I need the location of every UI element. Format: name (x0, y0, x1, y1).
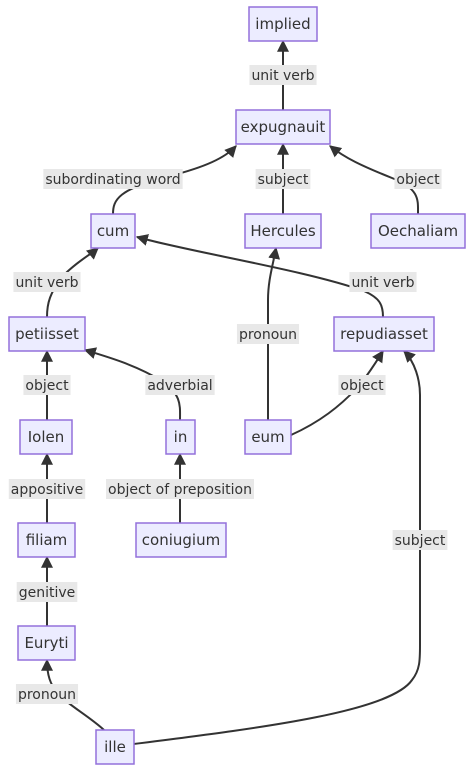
node-label-ille: ille (104, 738, 126, 756)
edge-label-coniugium-in: object of preposition (108, 482, 252, 498)
edge-expugnauit-implied: unit verb (249, 39, 317, 110)
node-hercules: Hercules (244, 213, 322, 249)
edge-label-bg (15, 684, 79, 704)
node-box (333, 316, 435, 352)
edge-label-bg (145, 375, 215, 395)
node-box (17, 625, 76, 661)
edge-label-bg (43, 169, 183, 189)
node-box (90, 213, 136, 249)
edge-label-bg (249, 65, 317, 85)
node-box (244, 419, 292, 455)
node-oechaliam: Oechaliam (370, 213, 466, 249)
node-box (370, 213, 466, 249)
edge-label-bg (236, 324, 300, 344)
edge-label-expugnauit-implied: unit verb (251, 68, 314, 84)
edge-label-bg (255, 169, 311, 189)
edge-label-bg (349, 272, 417, 292)
node-box (248, 6, 318, 42)
edge-line-Oechaliam-expugnauit (329, 145, 420, 215)
node-coniugium: coniugium (135, 522, 227, 558)
node-petiisset: petiisset (8, 316, 86, 352)
edge-label-filiam-Iolen: appositive (11, 482, 83, 498)
node-box (244, 213, 322, 249)
edge-label-bg (392, 530, 448, 550)
edge-coniugium-in: object of preposition (106, 452, 254, 523)
edge-label-bg (8, 479, 86, 499)
edge-label-eum-Hercules: pronoun (239, 327, 297, 343)
node-label-euryti: Euryti (24, 634, 68, 652)
node-label-filiam: filiam (26, 531, 68, 549)
edge-label-eum-repudiasset: object (340, 378, 384, 394)
edge-label-bg (13, 272, 81, 292)
node-box (135, 522, 227, 558)
edge-line-eum-Hercules (267, 246, 281, 420)
edge-label-Euryti-filiam: genitive (19, 585, 76, 601)
node-box (19, 419, 73, 455)
node-label-repudiasset: repudiasset (340, 325, 428, 343)
node-ille: ille (95, 729, 135, 765)
node-cum: cum (90, 213, 136, 249)
edge-label-ille-Euryti: pronoun (18, 687, 76, 703)
node-label-implied: implied (255, 15, 310, 33)
node-label-iolen: Iolen (28, 428, 65, 446)
edge-label-cum-expugnauit: subordinating word (45, 172, 180, 188)
edge-line-repudiasset-cum (135, 234, 384, 318)
node-box (235, 109, 331, 145)
node-label-petiisset: petiisset (15, 325, 79, 343)
node-box (95, 729, 135, 765)
edge-petiisset-cum: unit verb (13, 247, 99, 318)
node-in: in (165, 419, 196, 455)
node-label-in: in (174, 428, 188, 446)
edge-repudiasset-cum: unit verb (135, 234, 417, 318)
edge-Hercules-expugnauit: subject (255, 142, 311, 214)
edge-label-repudiasset-cum: unit verb (351, 275, 414, 291)
edge-line-ille-repudiasset (133, 350, 421, 745)
node-label-eum: eum (251, 428, 284, 446)
edge-label-bg (16, 582, 78, 602)
edge-label-bg (338, 375, 386, 395)
edge-Oechaliam-expugnauit: object (329, 145, 442, 215)
node-eum: eum (244, 419, 292, 455)
node-box (8, 316, 86, 352)
nodes-layer: implied expugnauit cum Hercules Oechaliam pet… (8, 6, 466, 765)
node-implied: implied (248, 6, 318, 42)
node-box (165, 419, 196, 455)
node-repudiasset: repudiasset (333, 316, 435, 352)
edges-layer: unit verb subordinating word subject object… (8, 39, 448, 745)
node-iolen: Iolen (19, 419, 73, 455)
edge-label-bg (106, 479, 254, 499)
edge-in-petiisset: adverbial (83, 347, 215, 421)
node-euryti: Euryti (17, 625, 76, 661)
node-expugnauit: expugnauit (235, 109, 331, 145)
edge-cum-expugnauit: subordinating word (43, 145, 237, 215)
edge-eum-repudiasset: object (290, 349, 386, 436)
edge-ille-Euryti: pronoun (15, 658, 105, 731)
edge-ille-repudiasset: subject (133, 350, 448, 745)
edge-label-petiisset-cum: unit verb (15, 275, 78, 291)
node-label-cum: cum (97, 222, 129, 240)
edge-label-Iolen-petiisset: object (25, 378, 69, 394)
node-label-oechaliam: Oechaliam (378, 222, 458, 240)
edge-label-Oechaliam-expugnauit: object (396, 172, 440, 188)
node-box (17, 522, 76, 558)
edge-filiam-Iolen: appositive (8, 452, 86, 523)
edge-label-in-petiisset: adverbial (147, 378, 212, 394)
edge-Euryti-filiam: genitive (16, 555, 78, 626)
edge-label-bg (23, 375, 71, 395)
node-label-hercules: Hercules (250, 222, 315, 240)
edge-label-bg (394, 169, 442, 189)
edge-label-Hercules-expugnauit: subject (258, 172, 309, 188)
node-label-expugnauit: expugnauit (241, 118, 326, 136)
edge-Iolen-petiisset: object (23, 349, 71, 420)
node-filiam: filiam (17, 522, 76, 558)
node-label-coniugium: coniugium (142, 531, 220, 549)
edge-eum-Hercules: pronoun (236, 246, 300, 420)
edge-label-ille-repudiasset: subject (395, 533, 446, 549)
